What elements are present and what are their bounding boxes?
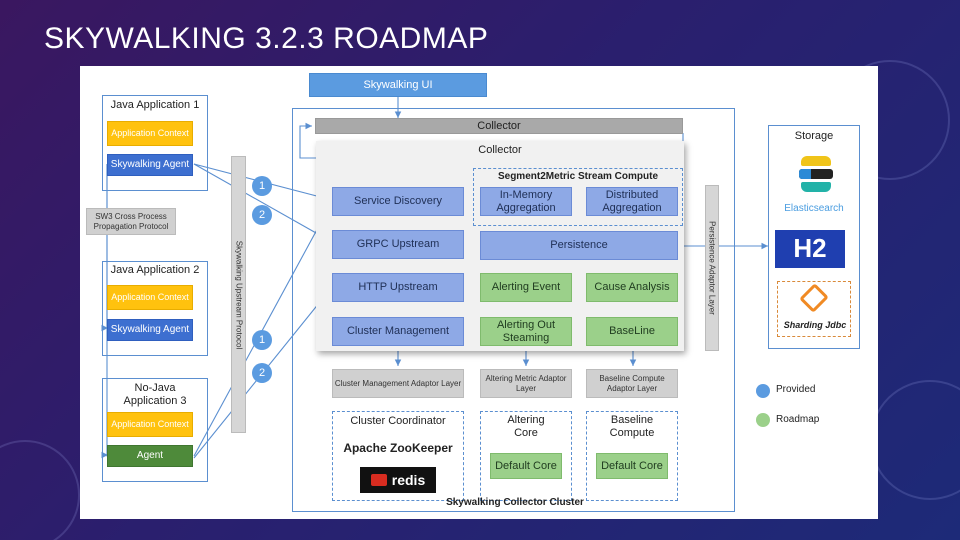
java-application-2 bbox=[102, 261, 208, 356]
altering-metric-adaptor: Altering Metric Adaptor Layer bbox=[480, 369, 572, 398]
altering-core-title: Altering Core bbox=[507, 414, 545, 440]
redis-icon bbox=[370, 474, 387, 486]
altering-default-core: Default Core bbox=[490, 453, 562, 479]
marker-1: 1 bbox=[252, 330, 272, 350]
java1-application-context: Application Context bbox=[107, 121, 193, 146]
java-application-1-title: Java Application 1 bbox=[110, 99, 200, 111]
upstream-protocol-bar: Skywalking Upstream Protocol bbox=[231, 156, 246, 433]
persistence-adaptor-label: Persistence Adaptor Layer bbox=[707, 221, 717, 315]
java-application-2-title: Java Application 2 bbox=[110, 264, 200, 276]
skywalking-ui-label: Skywalking UI bbox=[363, 78, 433, 91]
slide-title: SKYWALKING 3.2.3 ROADMAP bbox=[44, 22, 489, 55]
redis-label: redis bbox=[391, 472, 426, 488]
legend-roadmap-label: Roadmap bbox=[776, 414, 820, 425]
baseline-compute-frame bbox=[586, 411, 678, 501]
cause-analysis-box: Cause Analysis bbox=[586, 273, 678, 302]
marker-1: 1 bbox=[252, 176, 272, 196]
collector-bar: Collector bbox=[315, 118, 683, 134]
collector-cluster-label: Skywalking Collector Cluster bbox=[446, 497, 584, 508]
cluster-management-box: Cluster Management bbox=[332, 317, 464, 346]
alerting-out-streaming-box: Alerting Out Steaming bbox=[480, 317, 572, 346]
http-upstream-box: HTTP Upstream bbox=[332, 273, 464, 302]
decorative-circle bbox=[870, 380, 960, 500]
architecture-diagram: Skywalking UI Java Application 1 Applica… bbox=[80, 66, 878, 519]
elasticsearch-label: Elasticsearch bbox=[784, 203, 844, 214]
in-memory-aggregation-box: In-Memory Aggregation bbox=[480, 187, 572, 216]
sharding-jdbc-logo: Sharding Jdbc bbox=[777, 281, 851, 337]
storage-title: Storage bbox=[794, 130, 834, 142]
legend-provided-swatch bbox=[756, 384, 770, 398]
legend-provided-label: Provided bbox=[776, 384, 816, 395]
baseline-compute-title: Baseline Compute bbox=[609, 414, 655, 440]
upstream-protocol-label: Skywalking Upstream Protocol bbox=[234, 240, 243, 349]
nojava-application-context: Application Context bbox=[107, 412, 193, 437]
java2-application-context: Application Context bbox=[107, 285, 193, 310]
sharding-icon bbox=[799, 283, 829, 313]
persistence-box: Persistence bbox=[480, 231, 678, 260]
storage-frame bbox=[768, 125, 860, 349]
cluster-management-adaptor: Cluster Management Adaptor Layer bbox=[332, 369, 464, 398]
collector-cluster-frame bbox=[292, 108, 735, 512]
baseline-compute-adaptor: Baseline Compute Adaptor Layer bbox=[586, 369, 678, 398]
baseline-default-core: Default Core bbox=[596, 453, 668, 479]
java-application-1 bbox=[102, 95, 208, 191]
marker-2: 2 bbox=[252, 363, 272, 383]
h2-label: H2 bbox=[793, 233, 827, 264]
h2-logo: H2 bbox=[775, 230, 845, 268]
no-java-application-3 bbox=[102, 378, 208, 482]
no-java-application-title: No-Java Application 3 bbox=[123, 382, 187, 408]
sw3-protocol-box: SW3 Cross Process Propagation Protocol bbox=[86, 208, 176, 235]
nojava-agent: Agent bbox=[107, 445, 193, 467]
grpc-upstream-box: GRPC Upstream bbox=[332, 230, 464, 259]
collector-bar-label: Collector bbox=[477, 119, 521, 132]
distributed-aggregation-box: Distributed Aggregation bbox=[586, 187, 678, 216]
java1-skywalking-agent: Skywalking Agent bbox=[107, 154, 193, 176]
baseline-box: BaseLine bbox=[586, 317, 678, 346]
collector-panel-title: Collector bbox=[478, 144, 522, 156]
marker-2: 2 bbox=[252, 205, 272, 225]
stream-compute-title: Segment2Metric Stream Compute bbox=[497, 171, 659, 182]
cluster-coordinator-frame bbox=[332, 411, 464, 501]
sharding-jdbc-label: Sharding Jdbc bbox=[783, 320, 847, 330]
skywalking-ui-box: Skywalking UI bbox=[309, 73, 487, 97]
service-discovery-box: Service Discovery bbox=[332, 187, 464, 216]
alerting-event-box: Alerting Event bbox=[480, 273, 572, 302]
elasticsearch-icon bbox=[799, 156, 833, 194]
persistence-adaptor-bar: Persistence Adaptor Layer bbox=[705, 185, 719, 351]
stream-compute-frame bbox=[473, 168, 683, 226]
apache-zookeeper-logo: Apache ZooKeeper bbox=[343, 441, 453, 455]
decorative-circle bbox=[0, 440, 80, 540]
legend-roadmap-swatch bbox=[756, 413, 770, 427]
altering-core-frame bbox=[480, 411, 572, 501]
cluster-coordinator-title: Cluster Coordinator bbox=[350, 415, 446, 427]
java2-skywalking-agent: Skywalking Agent bbox=[107, 319, 193, 341]
redis-logo: redis bbox=[360, 467, 436, 493]
